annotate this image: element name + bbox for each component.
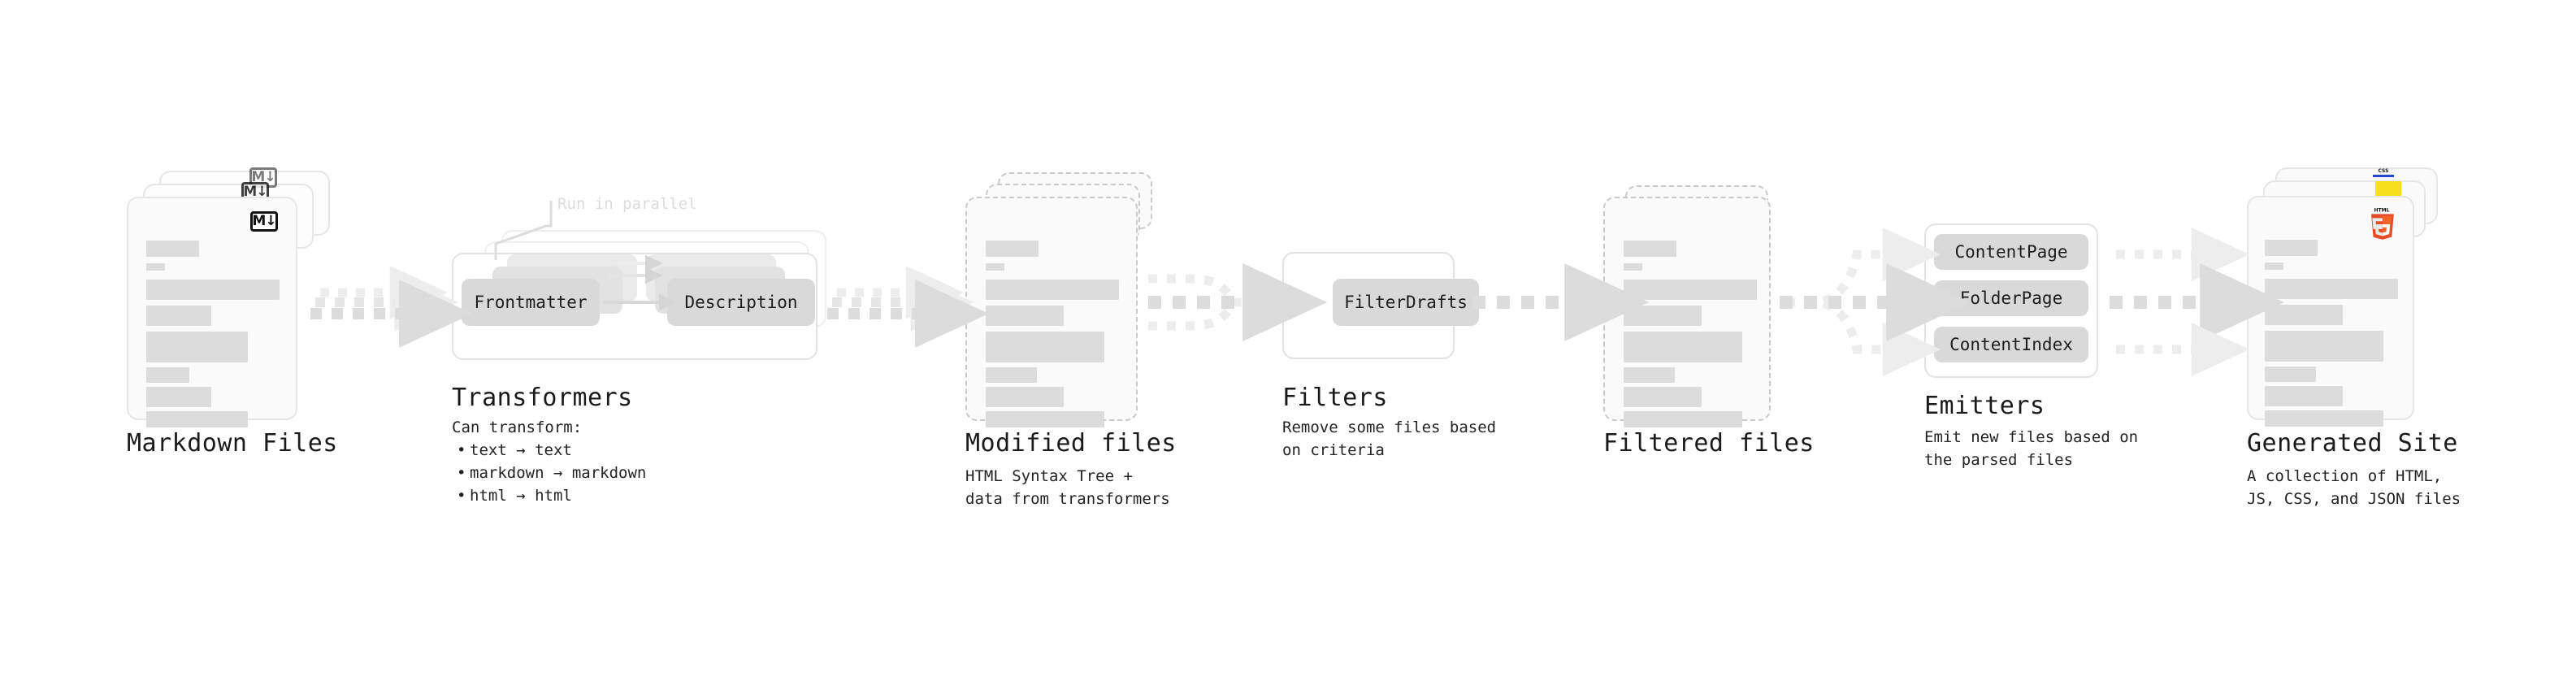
- emitters-title: Emitters: [1924, 392, 2045, 420]
- markdown-files-title: Markdown Files: [127, 429, 338, 458]
- pill-folderpage-label: FolderPage: [1959, 288, 2063, 308]
- html5-icon: HTML: [2367, 207, 2396, 241]
- connector-markdown-to-transformers: [310, 266, 473, 348]
- markdown-badge-back-text: M↓: [251, 169, 275, 185]
- pill-filterdrafts-label: FilterDrafts: [1344, 293, 1468, 312]
- filtered-placeholder-lines: [1605, 198, 1769, 427]
- modified-placeholder-lines: [967, 198, 1136, 427]
- filtered-files-title: Filtered files: [1603, 429, 1815, 458]
- transformers-capability-item: text → text: [457, 439, 646, 462]
- markdown-placeholder-lines: [128, 198, 296, 427]
- emitters-description: Emit new files based on the parsed files: [1924, 428, 2139, 469]
- markdown-file-card-front: M↓: [127, 197, 297, 427]
- generated-site-title: Generated Site: [2247, 429, 2458, 458]
- pill-frontmatter[interactable]: Frontmatter: [462, 279, 600, 326]
- transformers-capability-list: text → text markdown → markdown html → h…: [452, 439, 646, 507]
- connector-emitters-to-site: [2110, 228, 2285, 376]
- filters-title: Filters: [1282, 384, 1388, 412]
- markdown-badge-front: M↓: [250, 211, 278, 232]
- markdown-badge-mid-text: M↓: [243, 184, 267, 200]
- pill-contentindex[interactable]: ContentIndex: [1934, 327, 2088, 362]
- modified-files-title: Modified files: [965, 429, 1177, 458]
- filtered-file-card-front: [1603, 197, 1771, 427]
- js-badge: [2375, 181, 2401, 198]
- pill-contentpage-label: ContentPage: [1954, 242, 2068, 262]
- pill-frontmatter-label: Frontmatter: [474, 293, 588, 312]
- svg-text:HTML: HTML: [2374, 208, 2389, 214]
- modified-files-description: HTML Syntax Tree + data from transformer…: [965, 467, 1170, 508]
- pill-filterdrafts[interactable]: FilterDrafts: [1333, 279, 1479, 326]
- css-badge-bar: [2373, 175, 2394, 177]
- markdown-badge-front-text: M↓: [252, 213, 276, 229]
- pill-folderpage[interactable]: FolderPage: [1934, 280, 2088, 316]
- generated-site-description: A collection of HTML, JS, CSS, and JSON …: [2247, 467, 2461, 508]
- connector-modified-to-filters: [1148, 263, 1328, 341]
- transformers-capability-item: markdown → markdown: [457, 462, 646, 484]
- generated-site-card-front: HTML: [2247, 196, 2414, 427]
- pill-description-label: Description: [684, 293, 798, 312]
- connector-filtered-to-emitters: [1780, 228, 1971, 376]
- generated-site-placeholder-lines: [2249, 197, 2413, 427]
- transformers-description-lead: Can transform:: [452, 419, 583, 436]
- run-in-parallel-label: Run in parallel: [557, 195, 697, 213]
- pill-contentindex-label: ContentIndex: [1949, 335, 2073, 354]
- transformers-description: Can transform: text → text markdown → ma…: [452, 416, 646, 507]
- modified-file-card-front: [965, 197, 1138, 427]
- transformers-capability-item: html → html: [457, 484, 646, 507]
- transformers-title: Transformers: [452, 384, 633, 412]
- pill-description[interactable]: Description: [667, 279, 815, 326]
- css-badge: CSS: [2373, 168, 2394, 177]
- filters-description: Remove some files based on criteria: [1282, 419, 1497, 459]
- css-badge-text: CSS: [2378, 168, 2389, 174]
- pill-contentpage[interactable]: ContentPage: [1934, 234, 2088, 270]
- connector-transformers-to-modified: [827, 266, 989, 348]
